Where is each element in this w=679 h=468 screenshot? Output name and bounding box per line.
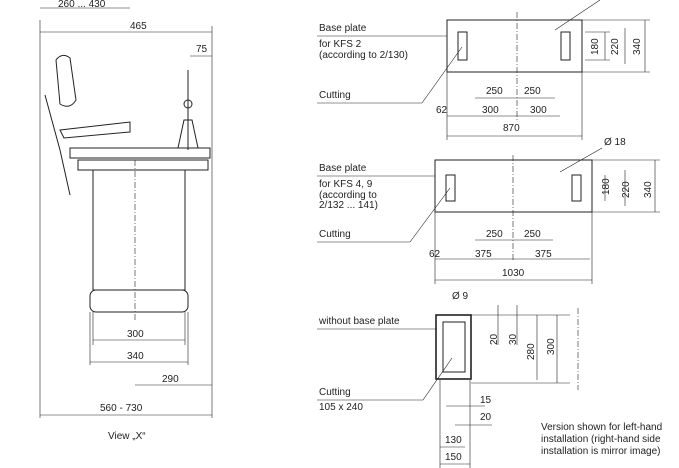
- dim-220: 220: [610, 38, 621, 55]
- dim-75: 75: [196, 44, 208, 55]
- dim-340: 340: [632, 38, 643, 55]
- dim-30: 30: [508, 333, 519, 345]
- dim-300: 300: [530, 105, 547, 116]
- dim-15: 15: [480, 395, 492, 406]
- dim-250: 250: [524, 229, 541, 240]
- label-cutting: Cutting: [319, 387, 351, 398]
- label-according: (according to: [319, 190, 377, 201]
- label-cutting-size: 105 x 240: [319, 402, 363, 413]
- label-according-ref: 2/132 ... 141): [319, 200, 378, 211]
- dim-250: 250: [486, 229, 503, 240]
- label-without-plate: without base plate: [318, 316, 400, 327]
- label-base-plate: Base plate: [319, 163, 367, 174]
- joystick-knob: [183, 99, 193, 109]
- dim-hole-9: Ø 9: [452, 291, 469, 302]
- label-according: (according to 2/130): [319, 50, 408, 61]
- view-caption: View „X“: [108, 431, 146, 442]
- dim-340: 340: [643, 181, 654, 198]
- dim-1030: 1030: [502, 268, 525, 279]
- dim-180: 180: [590, 38, 601, 55]
- installation-note: Version shown for left-hand installation…: [541, 422, 662, 457]
- dim-20: 20: [489, 333, 500, 345]
- dim-870: 870: [503, 123, 520, 134]
- dim-280: 280: [526, 343, 537, 360]
- dim-hole-18: Ø 18: [604, 137, 626, 148]
- label-cutting: Cutting: [319, 229, 351, 240]
- label-kfs49: for KFS 4, 9: [319, 179, 373, 190]
- seat-backrest: [55, 54, 77, 107]
- dim-130: 130: [445, 435, 462, 446]
- dim-220: 220: [621, 181, 632, 198]
- dim-375: 375: [475, 249, 492, 260]
- dim-250: 250: [486, 86, 503, 97]
- column: [92, 169, 186, 291]
- dim-180: 180: [601, 178, 612, 195]
- base-plate-kfs49: Ø 18 Base plate for KFS 4, 9 (according …: [317, 137, 660, 284]
- dim-150: 150: [445, 452, 462, 463]
- dim-300: 300: [127, 329, 144, 340]
- without-base-plate: Ø 9 without base plate Cutting 105 x 240…: [317, 291, 579, 468]
- dim-300: 300: [546, 338, 557, 355]
- seat-cushion: [59, 121, 131, 139]
- side-view-x: 260 ... 430 465 75 300 340 290 560 - 730: [39, 0, 213, 442]
- label-base-plate: Base plate: [319, 23, 367, 34]
- note-line: installation is mirror image): [541, 446, 660, 457]
- dim-300: 300: [482, 105, 499, 116]
- label-cutting: Cutting: [319, 90, 351, 101]
- dim-top-range: 260 ... 430: [58, 0, 106, 10]
- dim-62: 62: [436, 105, 448, 116]
- dim-20: 20: [480, 412, 492, 423]
- dim-465: 465: [130, 21, 147, 32]
- note-line: Version shown for left-hand: [541, 422, 662, 433]
- base-plate-kfs2: Base plate for KFS 2 (according to 2/130…: [317, 0, 650, 140]
- dim-290: 290: [162, 374, 179, 385]
- dim-340: 340: [127, 351, 144, 362]
- label-kfs2: for KFS 2: [319, 39, 362, 50]
- dim-560-730: 560 - 730: [100, 403, 143, 414]
- dim-375: 375: [535, 249, 552, 260]
- dim-250: 250: [524, 86, 541, 97]
- base: [89, 289, 189, 313]
- note-line: installation (right-hand side: [541, 434, 661, 445]
